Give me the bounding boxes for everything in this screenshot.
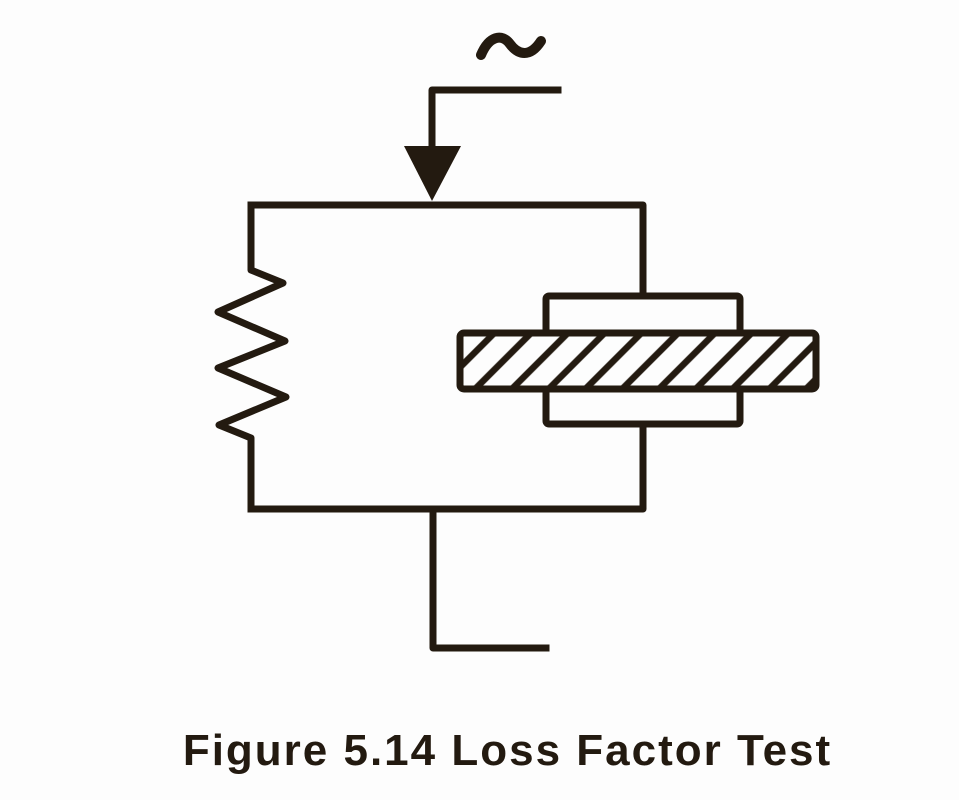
- loop-top-wire: [247, 201, 647, 303]
- bottom-lead-wire: [429, 505, 550, 652]
- top-lead-wire: [428, 86, 562, 154]
- figure-caption: Figure 5.14 Loss Factor Test: [182, 726, 833, 775]
- specimen-hatched-bar: [456, 329, 820, 393]
- ac-source-icon: [476, 32, 546, 60]
- loop-bottom-wire: [247, 417, 647, 513]
- resistor-icon: [214, 201, 290, 513]
- feed-arrow-icon: [404, 146, 461, 201]
